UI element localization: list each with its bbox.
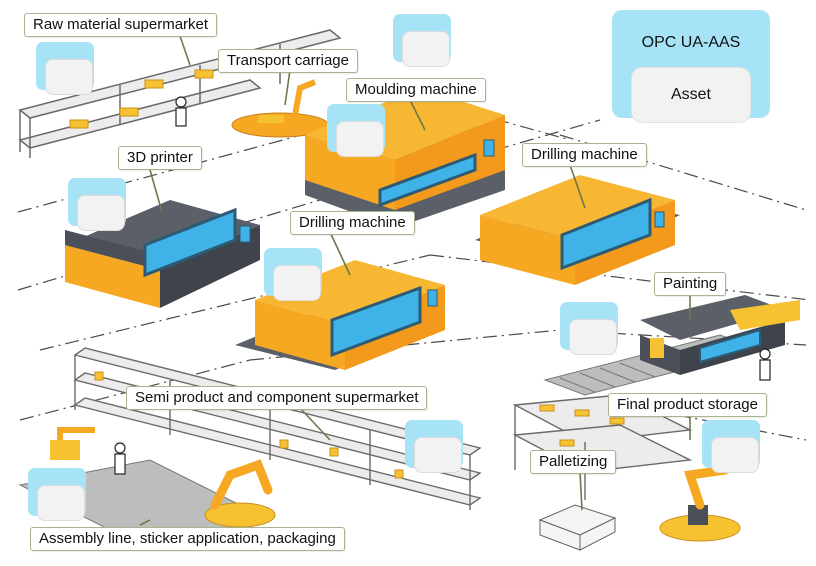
transport-carriage [231,79,329,138]
asset-box [38,486,84,520]
asset-box [403,32,449,66]
palletizing-robot [659,465,741,542]
asset-box [78,196,124,230]
label-raw-material-supermarket: Raw material supermarket [24,13,218,37]
aas-twin-painting [560,302,618,354]
drilling-machine-right-unit [475,175,680,285]
asset-box [570,320,616,354]
aas-twin-drilling-center [264,248,322,300]
legend-title: OPC UA-AAS [641,34,741,51]
label-assembly-line: Assembly line, sticker application, pack… [30,527,345,551]
label-moulding-machine: Moulding machine [346,78,486,102]
aas-twin-transport-carriage [393,14,451,66]
asset-box [46,60,92,94]
label-final-product-storage: Final product storage [608,393,767,417]
asset-box [712,438,758,472]
label-drilling-machine-center: Drilling machine [290,211,415,235]
final-products [539,404,625,447]
asset-box [337,122,383,156]
label-palletizing: Palletizing [530,450,617,474]
legend-asset-label: Asset [632,68,750,122]
asset-box [274,266,320,300]
aas-legend: OPC UA-AAS Asset [612,10,770,122]
label-painting: Painting [654,272,727,296]
label-transport-carriage: Transport carriage [218,49,358,73]
aas-twin-palletizing [702,420,760,472]
painting-station [543,295,800,396]
asset-box [415,438,461,472]
label-semi-product-supermarket: Semi product and component supermarket [126,386,428,410]
aas-twin-moulding-machine [327,104,385,156]
aas-twin-semi-product [405,420,463,472]
label-drilling-machine-right: Drilling machine [522,143,647,167]
worker-figures [114,96,771,475]
pallet-stack [538,504,617,551]
drilling-machine-center-unit [235,260,445,370]
callout-leaders [139,35,691,526]
aas-twin-3d-printer [68,178,126,230]
aas-twin-raw-material [36,42,94,94]
label-3d-printer: 3D printer [118,146,202,170]
printer-3d [65,200,260,308]
aas-twin-assembly-line [28,468,86,520]
